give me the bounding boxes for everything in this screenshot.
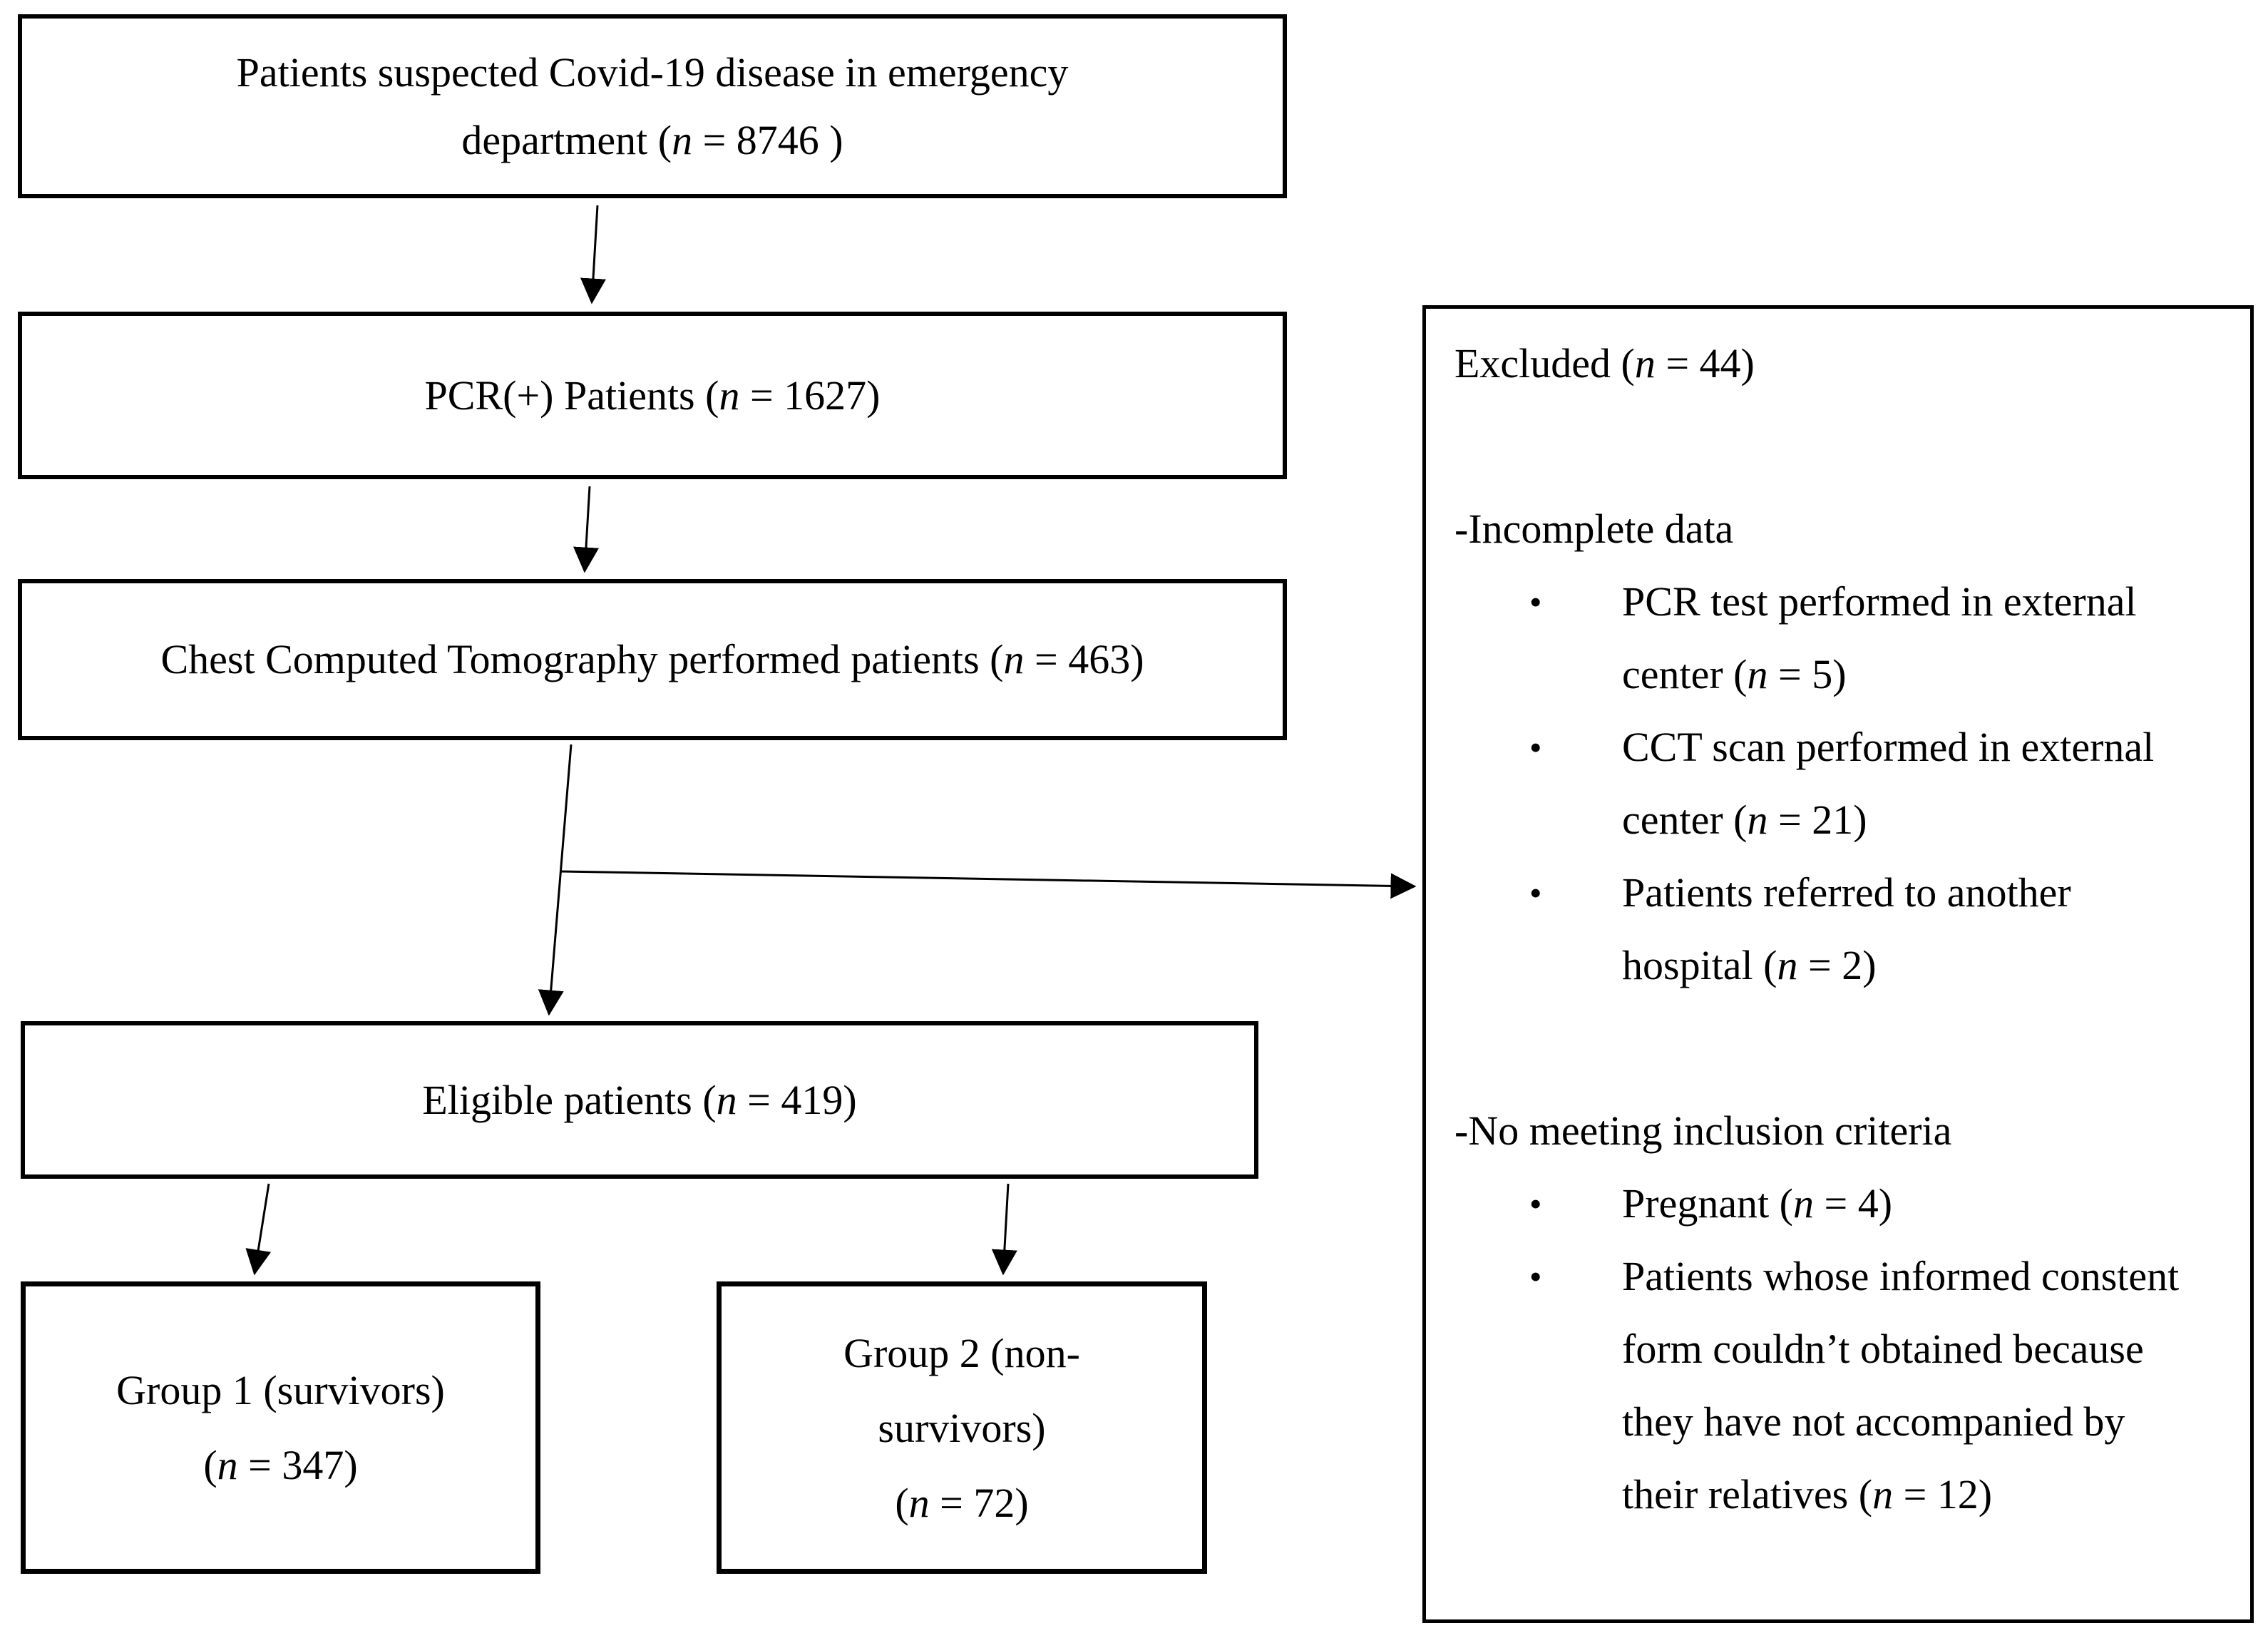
box-suspected-patients: Patients suspected Covid-19 disease in e… <box>18 14 1287 198</box>
arrow-branch-to-excluded <box>560 870 1417 899</box>
excluded-item-cct-external-text: CCT scan performed in external center (n… <box>1622 724 2155 843</box>
excluded-title: Excluded (n = 44) <box>1454 340 1755 387</box>
box-group2-non-survivors-count: (n = 72) <box>895 1479 1029 1526</box>
box-cct-performed-patients-text: Chest Computed Tomography performed pati… <box>160 636 1144 683</box>
box-pcr-positive-patients-text: PCR(+) Patients (n = 1627) <box>424 372 881 419</box>
excluded-section-incomplete-data: -Incomplete data • PCR test performed in… <box>1454 493 2250 1002</box>
excluded-section-incomplete-data-heading: -Incomplete data <box>1454 506 1734 552</box>
excluded-section-inclusion-criteria: -No meeting inclusion criteria • Pregnan… <box>1454 1095 2250 1531</box>
excluded-item-pcr-external-text: PCR test performed in external center (n… <box>1622 578 2137 697</box>
excluded-panel: Excluded (n = 44) -Incomplete data • PCR… <box>1422 305 2254 1623</box>
box-suspected-patients-text-line2: department (n = 8746 ) <box>461 117 843 163</box>
box-group2-non-survivors-text-line1: Group 2 (non- <box>843 1329 1080 1376</box>
bullet-icon: • <box>1529 1256 1542 1296</box>
box-group2-non-survivors: Group 2 (non- survivors) (n = 72) <box>717 1281 1207 1574</box>
arrow-eligible-to-group2 <box>991 1183 1017 1276</box>
arrow-cct-to-eligible <box>538 744 573 1016</box>
excluded-item-pregnant-text: Pregnant (n = 4) <box>1622 1180 1893 1227</box>
box-group1-survivors: Group 1 (survivors) (n = 347) <box>21 1281 540 1574</box>
box-suspected-patients-text-line1: Patients suspected Covid-19 disease in e… <box>236 49 1069 96</box>
bullet-icon: • <box>1529 727 1542 767</box>
excluded-section-inclusion-criteria-heading: -No meeting inclusion criteria <box>1454 1107 1952 1154</box>
excluded-item-pcr-external: • PCR test performed in external center … <box>1529 565 2250 711</box>
arrow-pcr-to-cct <box>573 486 599 573</box>
excluded-item-cct-external: • CCT scan performed in external center … <box>1529 711 2250 856</box>
box-pcr-positive-patients: PCR(+) Patients (n = 1627) <box>18 312 1287 479</box>
box-eligible-patients: Eligible patients (n = 419) <box>21 1021 1258 1179</box>
excluded-item-pregnant: • Pregnant (n = 4) <box>1529 1167 2250 1240</box>
box-group2-non-survivors-text-line2: survivors) <box>878 1404 1046 1451</box>
box-group1-survivors-count: (n = 347) <box>203 1442 358 1488</box>
bullet-icon: • <box>1529 582 1542 622</box>
box-group1-survivors-text-line1: Group 1 (survivors) <box>116 1367 445 1413</box>
arrow-suspected-to-pcr <box>580 205 606 304</box>
excluded-item-referred: • Patients referred to another hospital … <box>1529 856 2250 1002</box>
box-cct-performed-patients: Chest Computed Tomography performed pati… <box>18 579 1287 740</box>
bullet-icon: • <box>1529 1184 1542 1224</box>
excluded-item-no-consent: • Patients whose informed constent form … <box>1529 1240 2250 1531</box>
box-eligible-patients-text: Eligible patients (n = 419) <box>422 1076 857 1123</box>
bullet-icon: • <box>1529 873 1542 913</box>
excluded-item-no-consent-text: Patients whose informed constent form co… <box>1622 1253 2180 1517</box>
arrow-eligible-to-group1 <box>245 1183 272 1276</box>
excluded-item-referred-text: Patients referred to another hospital (n… <box>1622 869 2071 988</box>
